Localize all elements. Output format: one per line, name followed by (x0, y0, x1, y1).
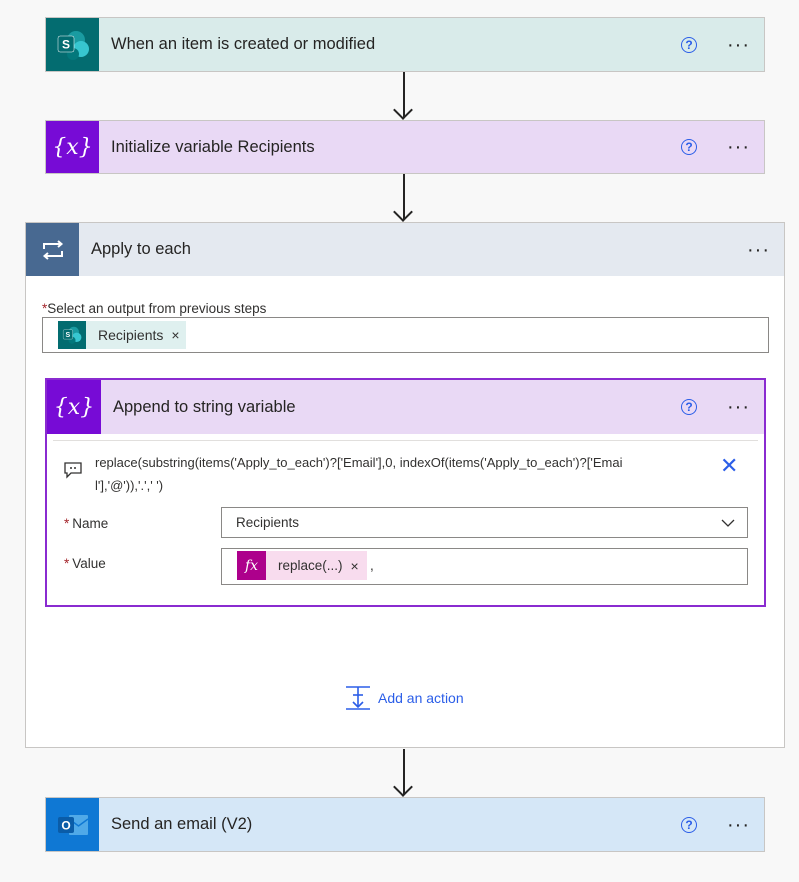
fx-icon: fx (237, 551, 266, 580)
initialize-variable-card[interactable]: {x} Initialize variable Recipients ? ··· (45, 120, 765, 174)
variable-icon: {x} (46, 121, 99, 173)
chevron-down-icon (721, 519, 735, 527)
append-to-string-card: {x} Append to string variable ? ··· repl… (45, 378, 766, 607)
outlook-icon: O (46, 798, 99, 851)
help-icon[interactable]: ? (681, 139, 698, 155)
more-options-icon[interactable]: ··· (727, 813, 750, 836)
select-output-label: *Select an output from previous steps (42, 301, 267, 316)
variable-icon: {x} (47, 380, 101, 434)
connector-arrow (393, 174, 414, 222)
expression-tooltip: replace(substring(items('Apply_to_each')… (53, 440, 758, 501)
select-output-field[interactable]: S Recipients × (42, 317, 769, 353)
sharepoint-icon: S (58, 321, 86, 349)
add-action-button[interactable]: Add an action (344, 685, 464, 711)
value-trailing-text: , (370, 558, 374, 573)
recipients-token: S Recipients × (58, 321, 186, 349)
name-dropdown[interactable]: Recipients (221, 507, 748, 538)
loop-icon (26, 223, 79, 276)
fx-token-label: replace(...) (278, 558, 343, 573)
name-label: *Name (64, 516, 109, 531)
more-options-icon[interactable]: ··· (727, 33, 750, 56)
sharepoint-icon: S (46, 18, 99, 71)
svg-text:S: S (66, 332, 71, 339)
expression-text: replace(substring(items('Apply_to_each')… (95, 455, 623, 493)
help-icon[interactable]: ? (681, 816, 698, 833)
token-label: Recipients (98, 327, 164, 343)
expression-token: fx replace(...) × (237, 551, 367, 580)
apply-to-each-container: Apply to each ··· *Select an output from… (25, 222, 785, 748)
add-action-label: Add an action (378, 690, 464, 706)
help-icon[interactable]: ? (681, 36, 698, 53)
append-to-string-title: Append to string variable (113, 397, 296, 416)
connector-arrow (393, 749, 414, 797)
more-options-icon[interactable]: ··· (727, 396, 750, 418)
comment-icon (63, 461, 83, 484)
more-options-icon[interactable]: ··· (747, 238, 770, 261)
trigger-card[interactable]: S When an item is created or modified ? … (45, 17, 765, 72)
help-icon[interactable]: ? (681, 399, 698, 415)
more-options-icon[interactable]: ··· (727, 136, 750, 158)
apply-to-each-title: Apply to each (91, 240, 191, 258)
connector-arrow (393, 72, 414, 120)
value-field[interactable]: fx replace(...) × , (221, 548, 748, 585)
apply-to-each-header[interactable]: Apply to each ··· (26, 223, 784, 276)
close-icon[interactable]: ✕ (720, 453, 739, 478)
send-email-card[interactable]: O Send an email (V2) ? ··· (45, 797, 765, 852)
trigger-title: When an item is created or modified (111, 35, 376, 53)
svg-text:O: O (61, 818, 70, 832)
svg-text:S: S (61, 37, 69, 51)
value-label: *Value (64, 556, 106, 571)
name-value: Recipients (236, 515, 300, 530)
initialize-variable-title: Initialize variable Recipients (111, 137, 315, 156)
add-action-icon (346, 686, 370, 710)
send-email-title: Send an email (V2) (111, 815, 253, 833)
fx-token-remove-icon[interactable]: × (350, 557, 359, 574)
append-to-string-header[interactable]: {x} Append to string variable ? ··· (47, 380, 764, 434)
token-remove-icon[interactable]: × (171, 327, 180, 343)
